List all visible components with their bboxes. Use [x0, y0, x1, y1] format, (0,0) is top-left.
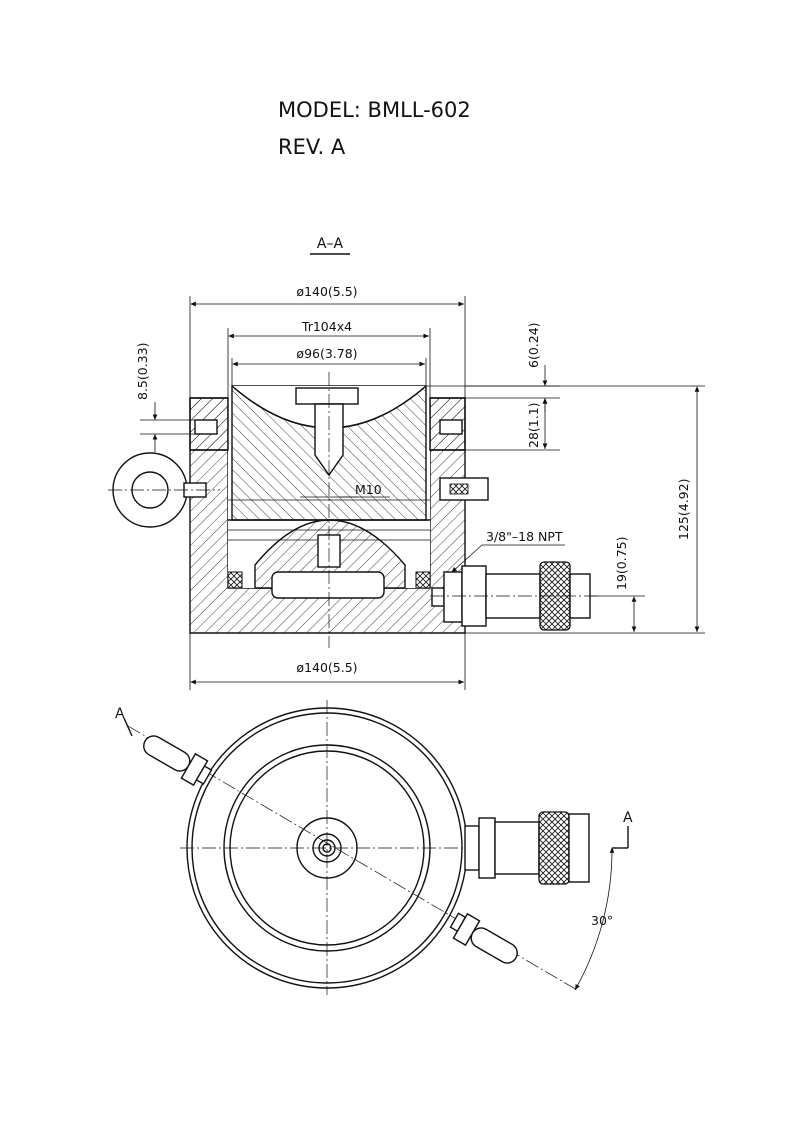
seal-right	[415, 571, 431, 589]
plan-coupler-hex	[478, 817, 496, 879]
top-left-screw	[194, 419, 218, 435]
cut-mark-right: A	[623, 810, 633, 826]
dim-bottom-diameter: ø140(5.5)	[296, 660, 357, 675]
dim-thread: Tr104x4	[301, 319, 352, 334]
plan-coupler-body	[494, 821, 540, 875]
model-title: MODEL: BMLL-602	[278, 98, 471, 122]
section-cut-line	[127, 725, 578, 991]
section-title: A–A	[317, 236, 344, 252]
dim-collar: 28(1.1)	[526, 402, 541, 448]
inner-cavity	[271, 571, 385, 599]
seal-left	[227, 571, 243, 589]
plan-coupler-knurl	[538, 811, 570, 885]
saddle-bolt-head	[295, 387, 359, 405]
dim-port-height: 19(0.75)	[614, 537, 629, 591]
angle-label: 30°	[591, 913, 613, 928]
plan-view: A A 30°	[115, 700, 633, 995]
section-view: A–A	[108, 236, 705, 690]
label-port: 3/8"–18 NPT	[486, 529, 563, 544]
dim-overall-height: 125(4.92)	[676, 479, 691, 540]
coupler-nut	[443, 571, 463, 623]
handle-top-left	[143, 735, 213, 787]
dim-left-offset: 8.5(0.33)	[135, 343, 150, 400]
dim-saddle-diameter: ø96(3.78)	[296, 346, 357, 361]
cut-mark-left: A	[115, 706, 125, 722]
revision-label: REV. A	[278, 135, 346, 159]
label-screw: M10	[355, 482, 382, 497]
dim-top-diameter: ø140(5.5)	[296, 284, 357, 299]
dim-stroke: 6(0.24)	[526, 322, 541, 368]
handle-bottom-right	[449, 912, 518, 964]
top-right-screw	[439, 419, 463, 435]
